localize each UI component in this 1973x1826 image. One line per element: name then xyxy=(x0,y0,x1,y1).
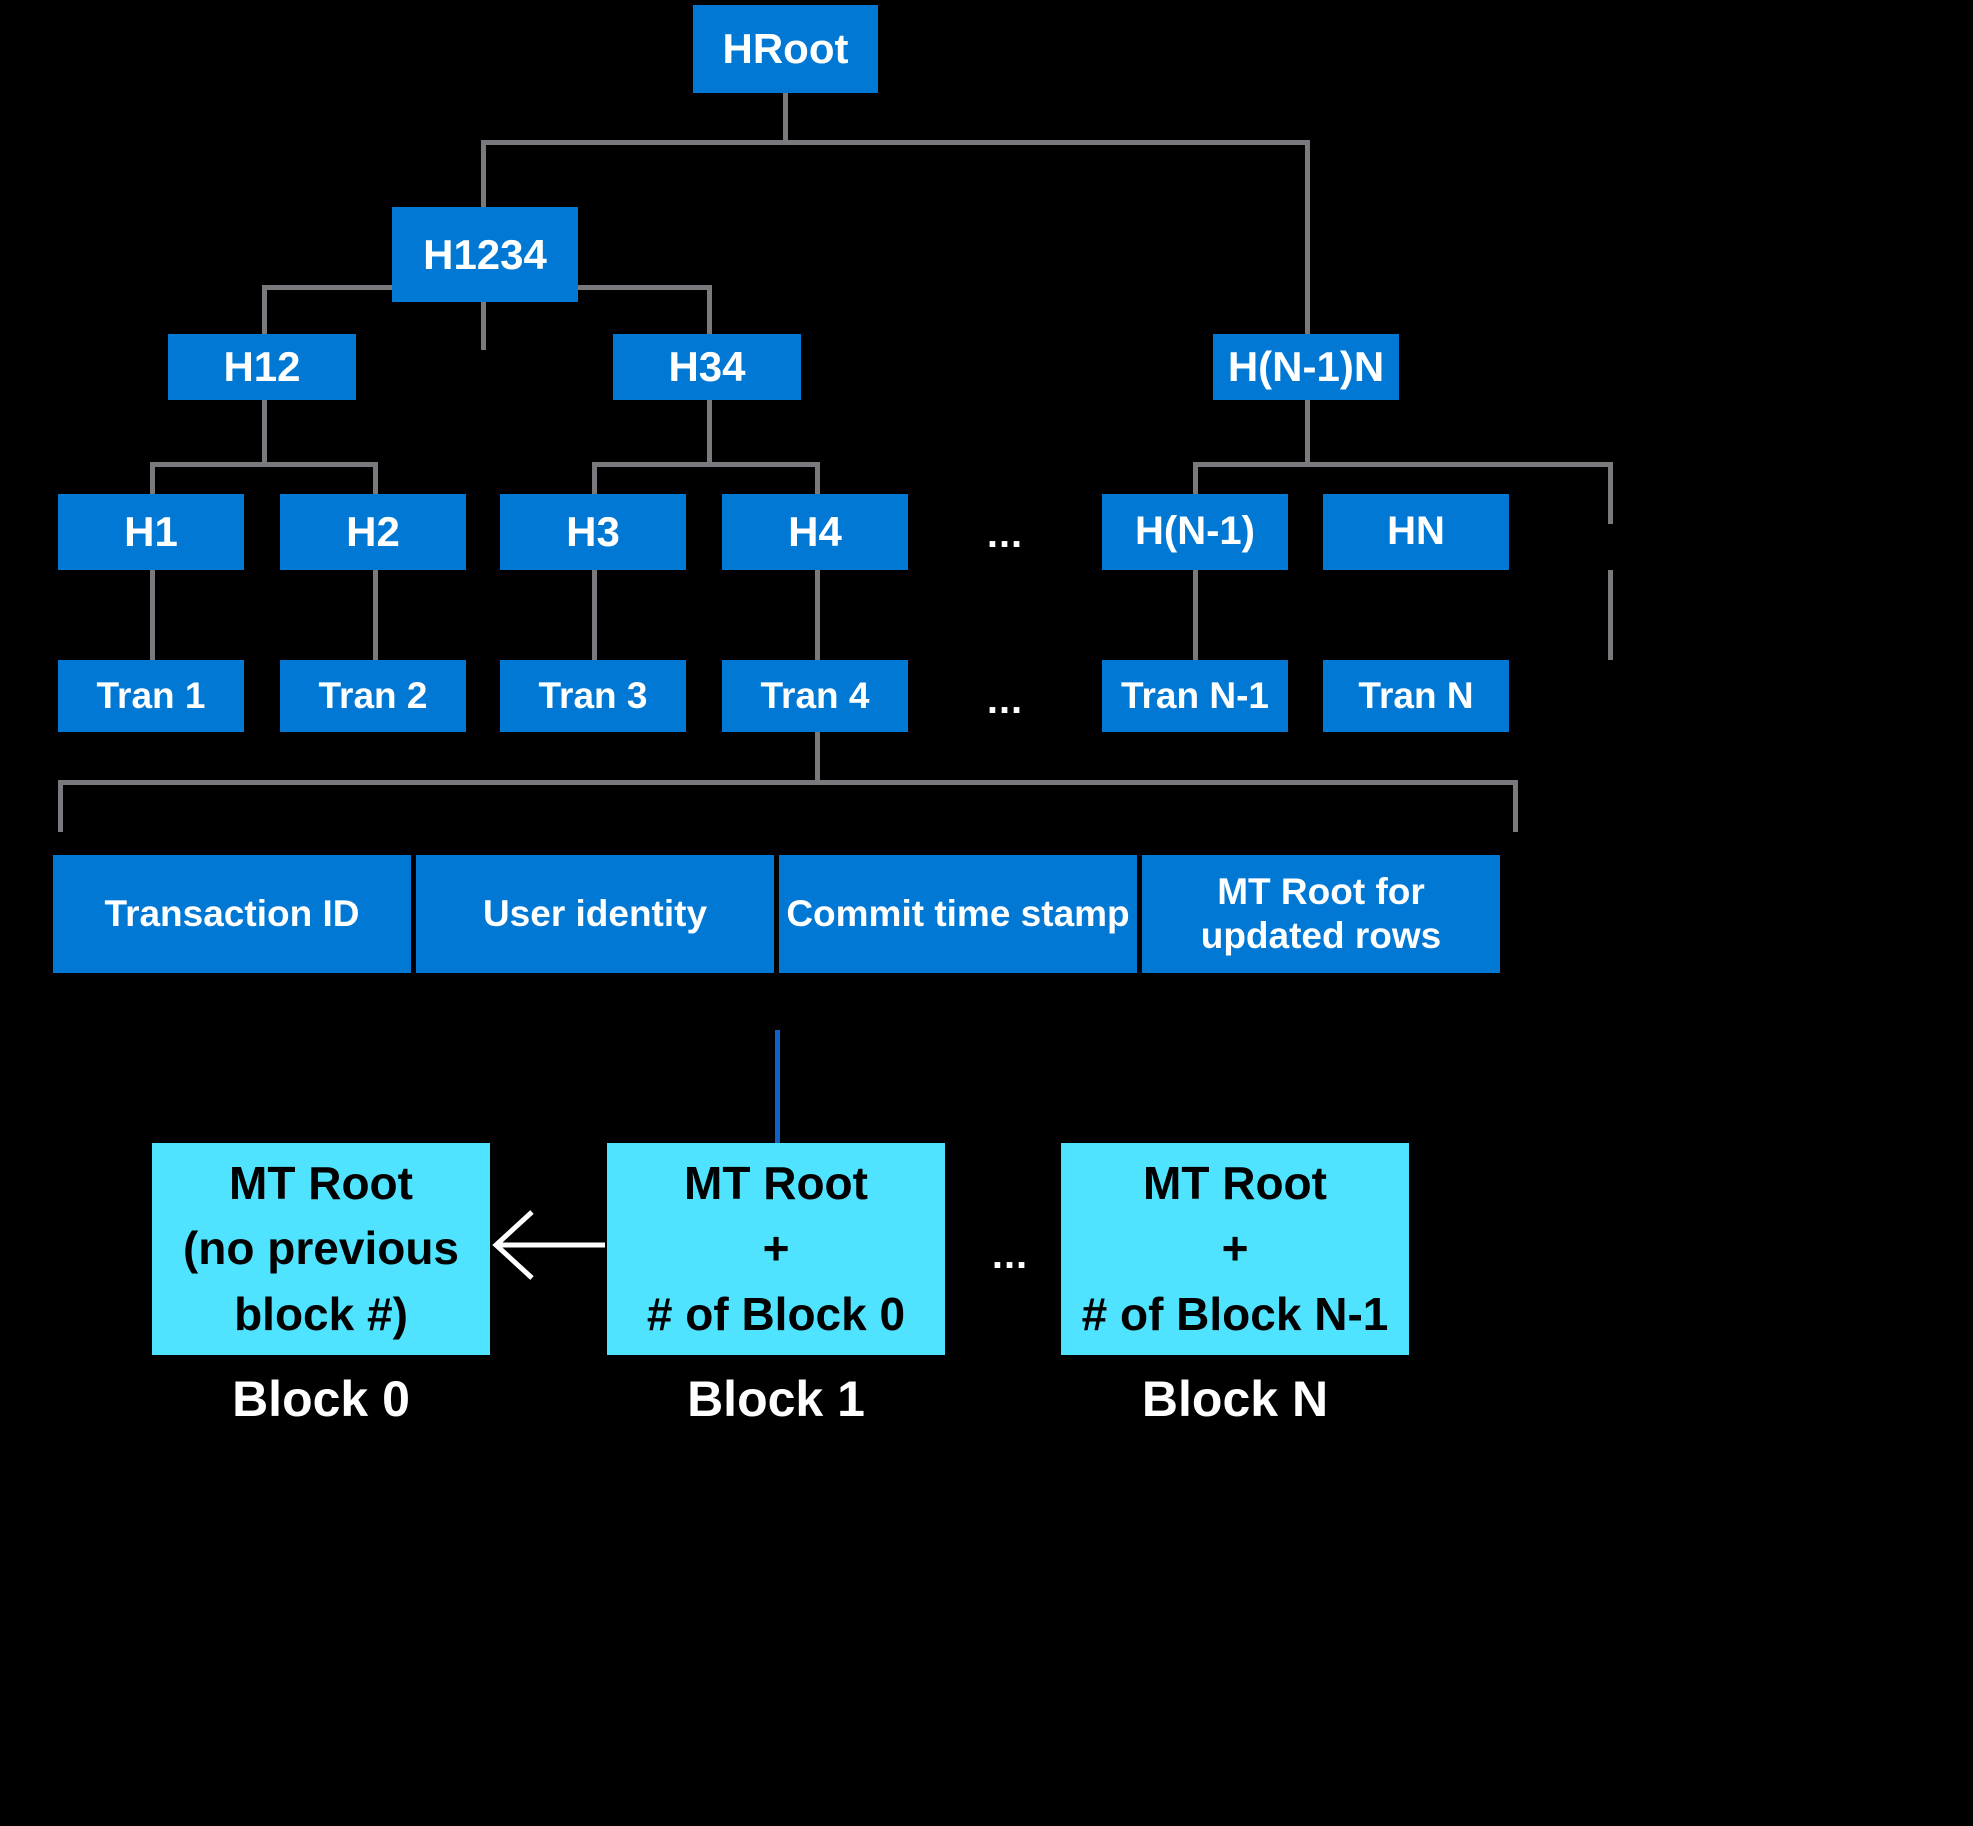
record-cell-mt-root-updated-rows[interactable]: MT Root for updated rows xyxy=(1142,855,1500,973)
hash-row-ellipsis: ... xyxy=(986,512,1024,556)
block-node-1[interactable]: MT Root + # of Block 0 xyxy=(607,1143,945,1355)
edge-hn1n-bus xyxy=(1193,462,1611,467)
edge-h3-tran3 xyxy=(592,570,597,660)
node-hroot[interactable]: HRoot xyxy=(693,5,878,93)
edge-to-h4 xyxy=(815,462,820,524)
edge-to-h3 xyxy=(592,462,597,524)
block-n-line-3: # of Block N-1 xyxy=(1081,1287,1389,1340)
node-hn1n[interactable]: H(N-1)N xyxy=(1213,334,1399,400)
node-tran-1[interactable]: Tran 1 xyxy=(58,660,244,732)
edge-h12-bus xyxy=(150,462,378,467)
node-h4[interactable]: H4 xyxy=(722,494,908,570)
block-caption-n: Block N xyxy=(1141,1371,1329,1427)
edge-to-hn1 xyxy=(1193,462,1198,524)
edge-to-h34 xyxy=(707,285,712,337)
record-cell-user-identity[interactable]: User identity xyxy=(416,855,774,973)
block-1-line-1: MT Root xyxy=(684,1157,868,1210)
block-caption-0: Block 0 xyxy=(232,1371,410,1427)
block-row-ellipsis: ... xyxy=(991,1233,1029,1277)
record-cell-commit-time-stamp[interactable]: Commit time stamp xyxy=(779,855,1137,973)
block-caption-1: Block 1 xyxy=(687,1371,865,1427)
block-1-line-2: + xyxy=(762,1222,790,1275)
block-0-line-1: MT Root xyxy=(229,1157,413,1210)
node-tran-2[interactable]: Tran 2 xyxy=(280,660,466,732)
block-n-line-1: MT Root xyxy=(1143,1157,1327,1210)
edge-hn1n-stem xyxy=(1305,398,1310,464)
edge-to-hn1n xyxy=(1305,140,1310,340)
node-h1[interactable]: H1 xyxy=(58,494,244,570)
edge-tran4-record-stem xyxy=(815,730,820,782)
transaction-row-ellipsis: ... xyxy=(986,678,1024,722)
node-h1234[interactable]: H1234 xyxy=(392,207,578,302)
block-node-n[interactable]: MT Root + # of Block N-1 xyxy=(1061,1143,1409,1355)
edge-hroot-stem xyxy=(783,92,788,142)
arrow-block1-to-block0 xyxy=(492,1210,605,1280)
edge-to-h1 xyxy=(150,462,155,524)
node-tran-3[interactable]: Tran 3 xyxy=(500,660,686,732)
node-hn1[interactable]: H(N-1) xyxy=(1102,494,1288,570)
edge-hroot-bus xyxy=(481,140,1310,145)
edge-record-to-block1 xyxy=(775,1030,780,1145)
node-h3[interactable]: H3 xyxy=(500,494,686,570)
record-cell-transaction-id[interactable]: Transaction ID xyxy=(53,855,411,973)
node-h34[interactable]: H34 xyxy=(613,334,801,400)
edge-hn1-trann1 xyxy=(1193,570,1198,660)
node-tran-n[interactable]: Tran N xyxy=(1323,660,1509,732)
edge-hn-trann xyxy=(1608,570,1613,660)
edge-h1234-stem xyxy=(481,300,486,350)
block-node-0[interactable]: MT Root (no previous block #) xyxy=(152,1143,490,1355)
edge-h34-bus xyxy=(592,462,820,467)
node-h2[interactable]: H2 xyxy=(280,494,466,570)
node-tran-4[interactable]: Tran 4 xyxy=(722,660,908,732)
edge-record-bracket-right xyxy=(1513,780,1518,832)
edge-to-h2 xyxy=(373,462,378,524)
block-0-line-2: (no previous xyxy=(182,1222,460,1275)
edge-h12-stem xyxy=(262,398,267,464)
node-tran-n-1[interactable]: Tran N-1 xyxy=(1102,660,1288,732)
edge-h4-tran4 xyxy=(815,570,820,660)
edge-to-h12 xyxy=(262,285,267,337)
block-0-line-3: block #) xyxy=(234,1287,408,1340)
edge-to-hn xyxy=(1608,462,1613,524)
edge-record-bracket-top xyxy=(58,780,1518,785)
node-h12[interactable]: H12 xyxy=(168,334,356,400)
edge-h1-tran1 xyxy=(150,570,155,660)
edge-h34-stem xyxy=(707,398,712,464)
node-hn[interactable]: HN xyxy=(1323,494,1509,570)
block-1-line-3: # of Block 0 xyxy=(646,1287,906,1340)
edge-record-bracket-left xyxy=(58,780,63,832)
block-n-line-2: + xyxy=(1221,1222,1249,1275)
edge-to-h1234 xyxy=(481,140,486,208)
edge-h2-tran2 xyxy=(373,570,378,660)
